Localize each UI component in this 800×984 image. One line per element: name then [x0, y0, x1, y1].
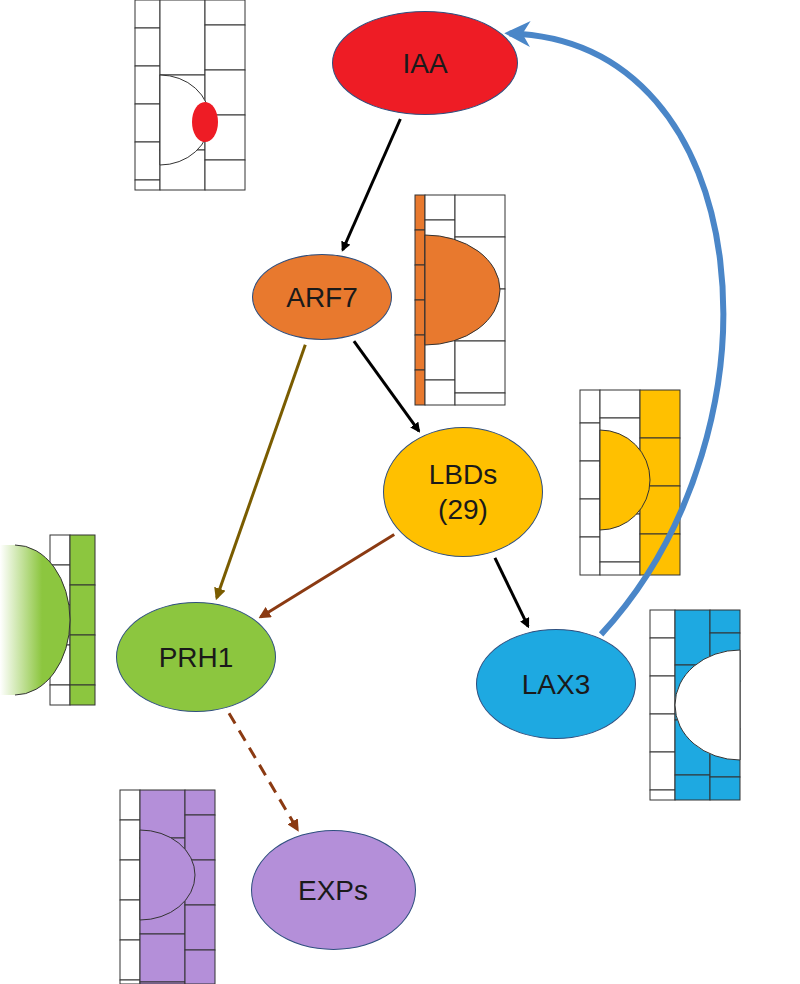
cell [135, 180, 160, 190]
cell [185, 950, 215, 984]
cell [580, 499, 600, 537]
regulation-arrow [217, 345, 306, 598]
cell [70, 535, 95, 585]
cell [710, 610, 740, 633]
cell [70, 635, 95, 685]
hormone-ellipse: IAA [332, 11, 518, 115]
regulation-arrow [495, 558, 528, 627]
cell [185, 905, 215, 950]
cell [135, 28, 160, 66]
cell [70, 585, 95, 635]
cell [455, 393, 505, 405]
cell [415, 300, 425, 335]
gene-ellipse: LBDs (29) [383, 427, 543, 557]
node-label: ARF7 [286, 280, 358, 315]
cell [120, 860, 140, 900]
node-label: PRH1 [159, 640, 234, 675]
cell [640, 390, 680, 438]
exp-cells [120, 790, 215, 984]
node-label: LBDs (29) [418, 457, 508, 527]
cell [415, 195, 425, 230]
cell [710, 777, 740, 800]
regulation-arrow [229, 713, 297, 829]
cell [415, 230, 425, 265]
cell [140, 982, 185, 984]
cell [205, 25, 245, 70]
cell [135, 142, 160, 180]
cell [650, 790, 675, 800]
gene-ellipse: EXPs [251, 830, 416, 950]
node-label: EXPs [298, 873, 368, 908]
cell [415, 265, 425, 300]
primordium [425, 235, 500, 345]
node-label: LAX3 [522, 667, 591, 702]
cell [50, 685, 70, 705]
cell [120, 980, 140, 984]
regulation-arrow [261, 535, 395, 618]
cell [580, 390, 600, 423]
cell [50, 535, 70, 565]
gene-ellipse: ARF7 [252, 254, 392, 340]
cell [185, 790, 215, 815]
cell [135, 104, 160, 142]
cell [185, 815, 215, 860]
prh1-cells [0, 535, 95, 705]
primordium [140, 830, 195, 920]
cell [425, 380, 455, 405]
cell [70, 685, 95, 705]
primordium [0, 545, 70, 695]
gene-ellipse: LAX3 [476, 629, 636, 739]
regulation-arrow [354, 341, 419, 431]
primordium-edge [15, 545, 70, 695]
cell [455, 341, 505, 393]
lax3-cells [650, 610, 740, 800]
cell [675, 775, 710, 800]
cell [160, 0, 205, 75]
cell [600, 562, 640, 575]
cell [120, 940, 140, 980]
cell [120, 790, 140, 820]
cell [205, 160, 245, 190]
cell [135, 66, 160, 104]
cell [205, 0, 245, 25]
cell [425, 340, 455, 380]
cell [120, 900, 140, 940]
cell [675, 610, 710, 665]
cell [650, 714, 675, 752]
cell [415, 370, 425, 405]
cell [650, 638, 675, 676]
cell [135, 0, 160, 28]
gene-ellipse: PRH1 [116, 602, 276, 712]
arf7-cells [415, 195, 505, 405]
cell [650, 752, 675, 790]
cell [415, 335, 425, 370]
cell [600, 390, 640, 418]
cell [120, 820, 140, 860]
cell [580, 423, 600, 461]
node-label: IAA [402, 46, 447, 81]
cell [140, 934, 185, 982]
primordium [600, 430, 650, 530]
primordium [675, 650, 740, 760]
cell [425, 195, 455, 220]
cell [650, 610, 675, 638]
feedback-arrow [509, 33, 723, 634]
cell [580, 537, 600, 575]
auxin-maximum [192, 102, 218, 142]
cell [580, 461, 600, 499]
iaa-cells [135, 0, 245, 190]
cell [455, 195, 505, 237]
regulation-arrow [343, 119, 401, 250]
cell [650, 676, 675, 714]
